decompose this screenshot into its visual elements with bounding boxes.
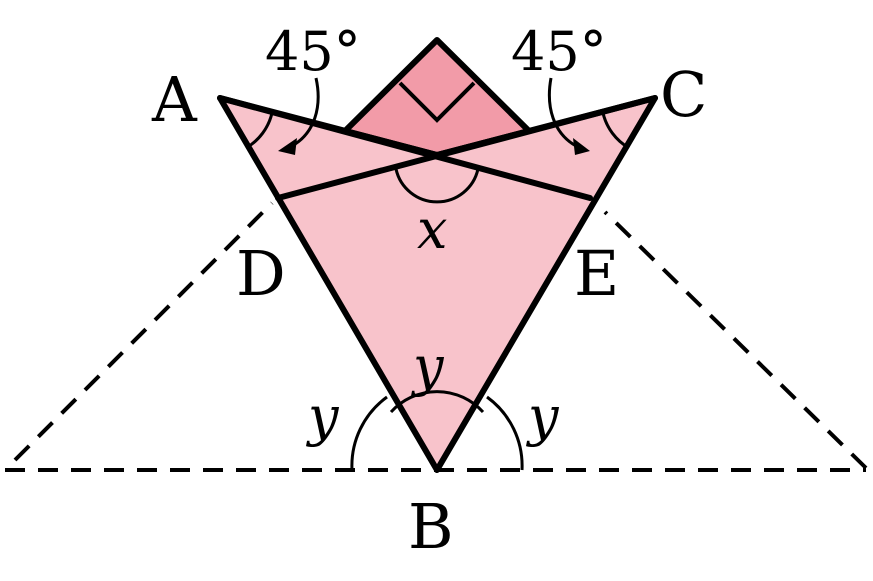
right-angle-marker [398,81,476,123]
angle-left-label: 45° [265,20,361,83]
point-c-label: C [660,58,707,131]
left-side-dashed [13,201,274,462]
angle-arc-y-top [389,390,485,414]
angle-arc-x [394,168,480,204]
point-b-label: B [408,490,454,563]
right-side-dashed [603,210,868,470]
fold-edge-c [275,95,658,201]
arrowhead-left [278,138,297,155]
arrowhead-right [573,138,590,155]
var-x-label: x [417,198,447,261]
angle-arc-y-right [486,395,524,471]
point-d-label: D [236,237,286,310]
var-y-left-label: y [306,385,340,448]
angle-right-label: 45° [511,20,607,83]
angle-arc-c [601,112,630,150]
var-y-top-label: y [411,335,445,398]
point-e-label: E [574,237,619,310]
point-a-label: A [151,63,198,136]
var-y-right-label: y [526,385,560,448]
fold-edge-a [217,95,593,201]
leader-right [547,77,581,150]
angle-arc-y-left [350,395,388,471]
angle-arc-a [245,112,274,150]
fold-edges [217,95,658,201]
angle-arcs [245,112,630,471]
